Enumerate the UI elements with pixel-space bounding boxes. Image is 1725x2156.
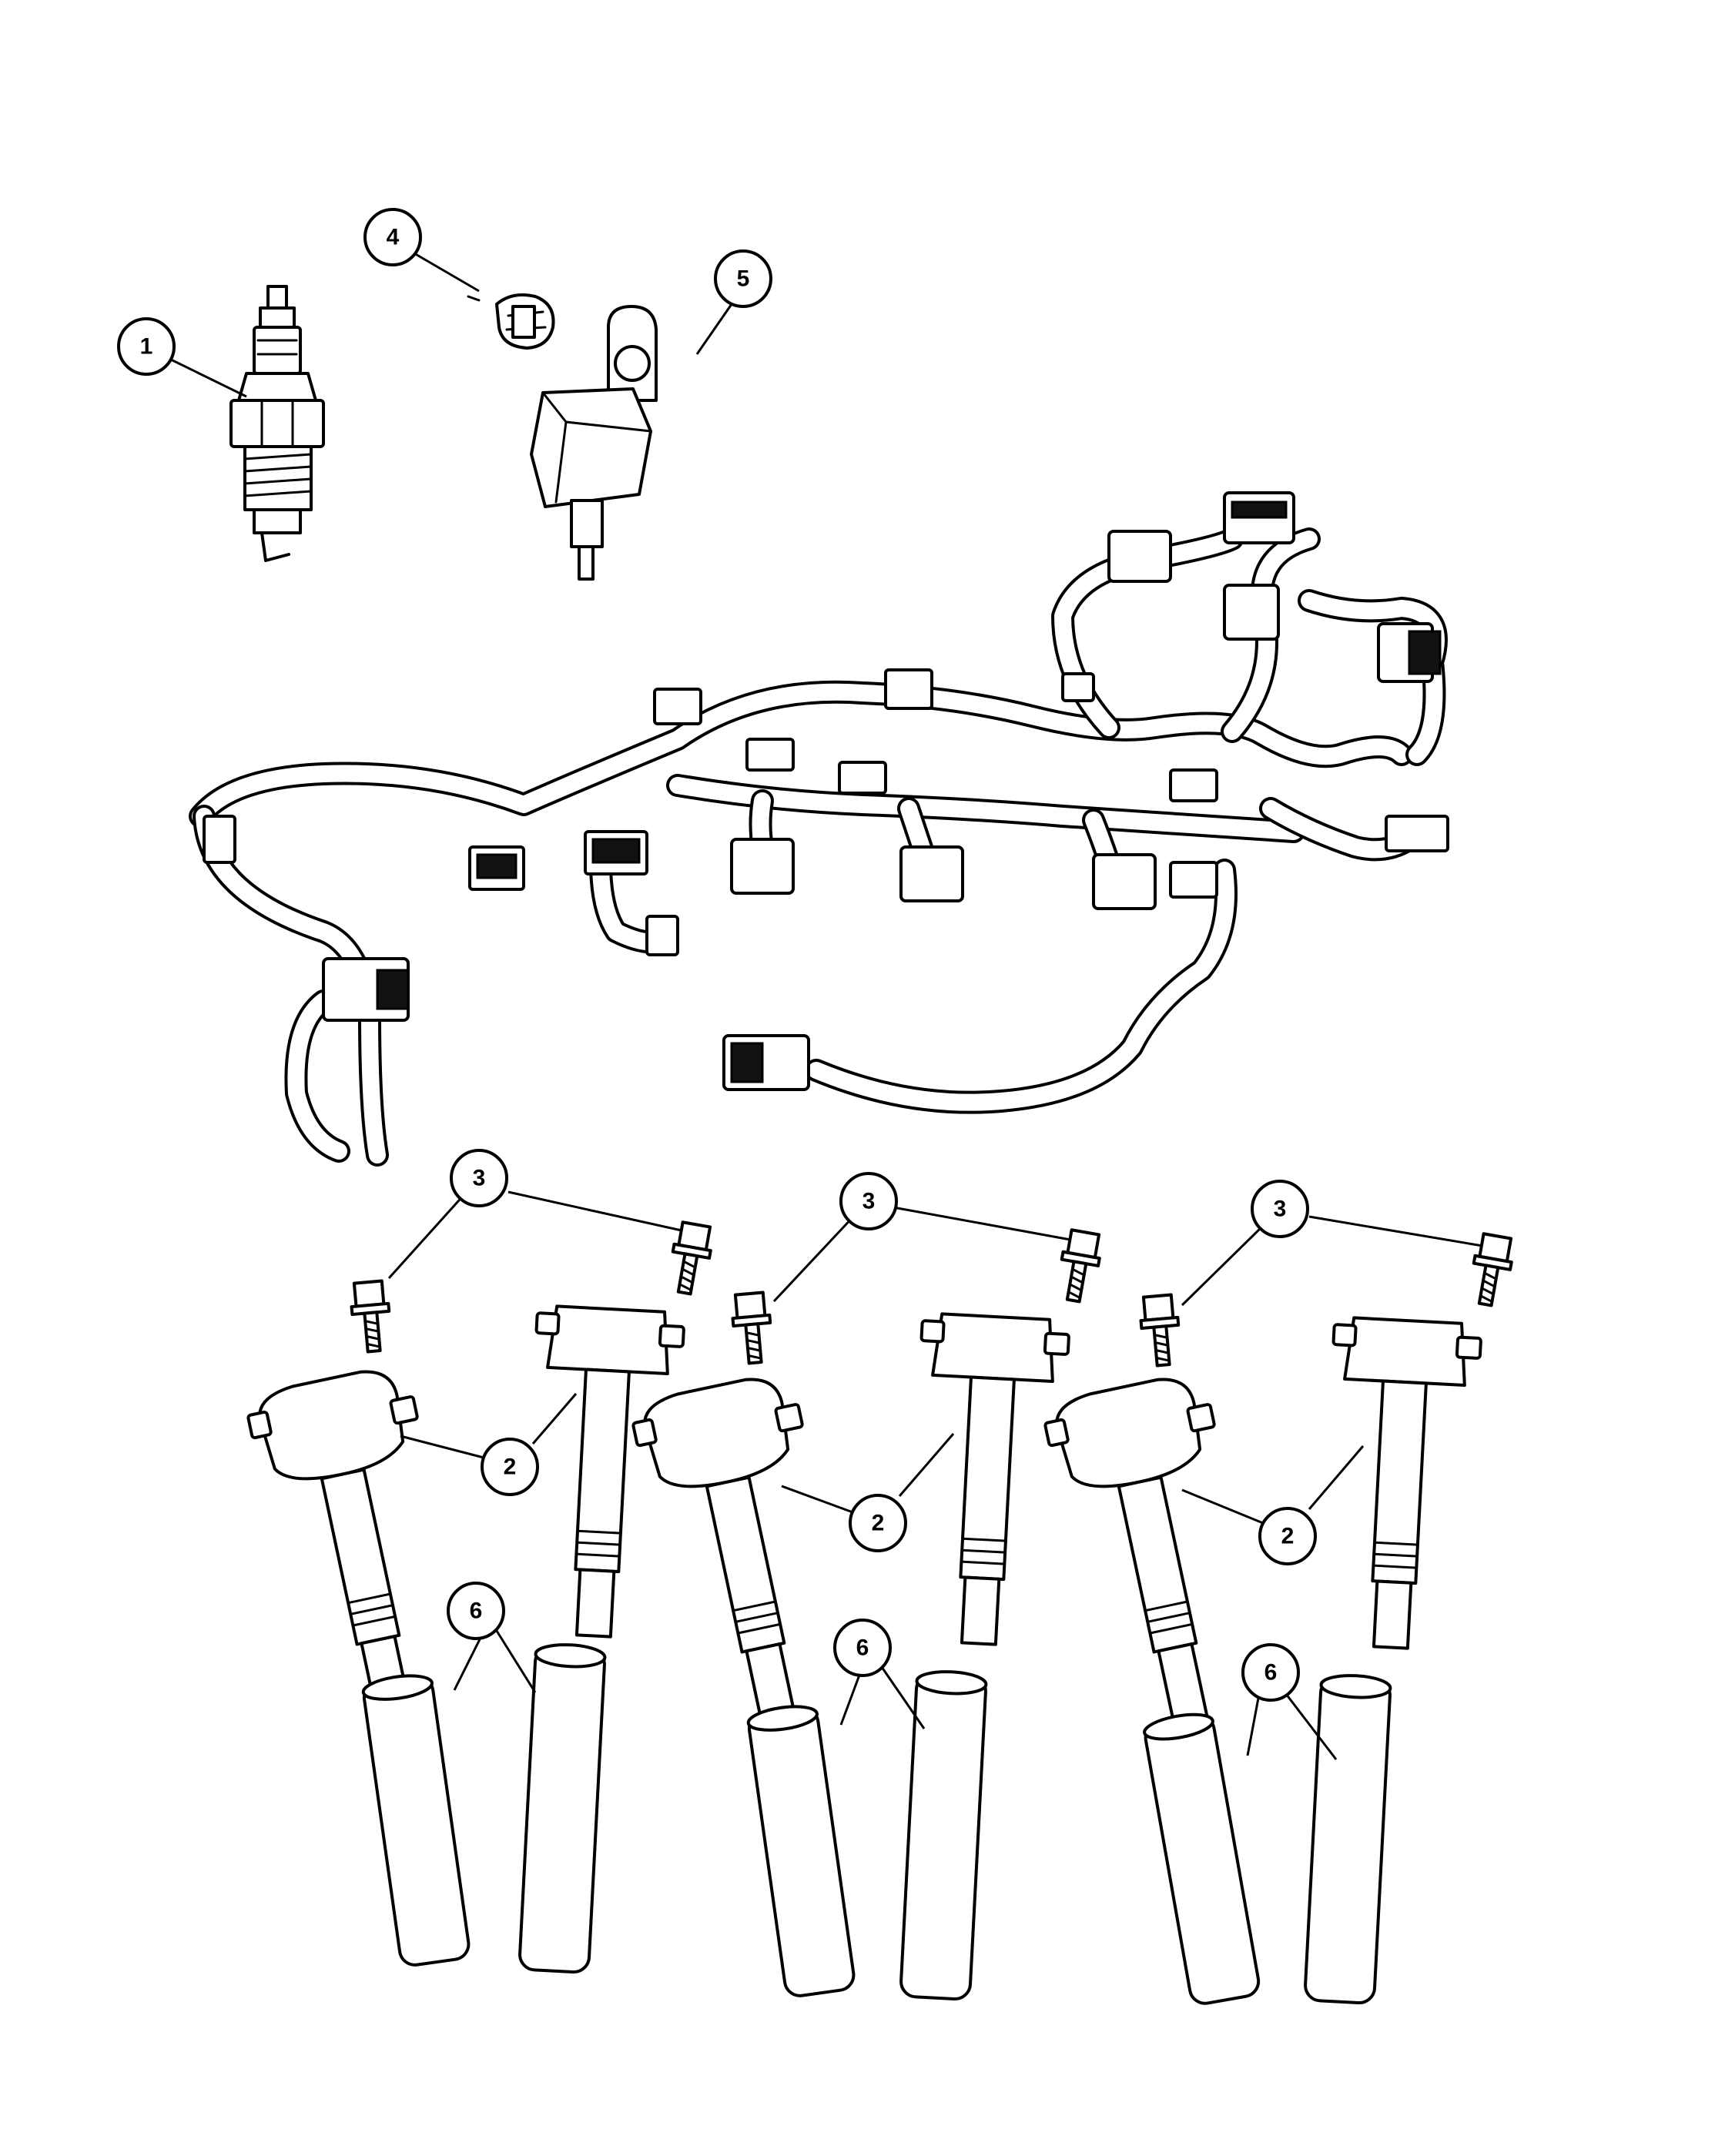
spark-plug: [229, 285, 325, 562]
ignition-coil: [1043, 1378, 1216, 1729]
ground-strap-relay: [530, 305, 658, 581]
ignition-coil: [534, 1304, 685, 1639]
boot: [518, 1643, 607, 1974]
ignition-coil: [246, 1370, 419, 1721]
coil-boots: [361, 1643, 1392, 2005]
svg-text:1: 1: [140, 334, 153, 360]
callout-5: 5: [714, 249, 772, 308]
svg-text:2: 2: [872, 1511, 885, 1536]
callout-2c: 2: [1258, 1507, 1317, 1565]
clip-part: [467, 293, 555, 350]
svg-text:6: 6: [856, 1635, 869, 1661]
svg-text:2: 2: [1281, 1524, 1295, 1549]
boot: [361, 1674, 471, 1967]
svg-text:4: 4: [387, 225, 400, 250]
callout-6a: 6: [447, 1582, 505, 1640]
bolt: [671, 1220, 712, 1296]
callout-2a: 2: [481, 1438, 539, 1496]
bolt: [350, 1279, 391, 1354]
callout-3b: 3: [839, 1172, 898, 1230]
wiring-harness: [189, 491, 1449, 1167]
ignition-coils: [246, 1304, 1482, 1729]
boot: [899, 1670, 988, 2001]
svg-text:3: 3: [862, 1189, 876, 1214]
callout-1: 1: [117, 317, 176, 376]
bolt: [1060, 1228, 1101, 1304]
leader-lines: [167, 249, 1483, 1760]
ignition-coil: [631, 1378, 804, 1729]
ignition-coil: [1331, 1316, 1482, 1650]
svg-text:5: 5: [737, 266, 750, 292]
svg-text:6: 6: [470, 1599, 483, 1624]
callout-3a: 3: [450, 1149, 508, 1207]
svg-text:3: 3: [473, 1166, 486, 1191]
ignition-coil: [919, 1312, 1070, 1646]
callout-6b: 6: [833, 1619, 892, 1677]
boot: [1143, 1712, 1261, 2005]
svg-text:6: 6: [1264, 1660, 1278, 1686]
callout-2b: 2: [849, 1494, 907, 1552]
boot: [746, 1705, 856, 1997]
svg-text:3: 3: [1274, 1197, 1287, 1222]
callout-3c: 3: [1251, 1180, 1309, 1238]
bolt: [731, 1291, 772, 1365]
bolt: [1139, 1293, 1181, 1368]
svg-text:2: 2: [504, 1455, 517, 1480]
callout-6c: 6: [1241, 1643, 1300, 1702]
callout-4: 4: [363, 208, 422, 266]
boot: [1304, 1674, 1392, 2005]
bolts: [350, 1220, 1513, 1368]
callouts: 1 4 5 3 3 3 2 2: [117, 208, 1317, 1702]
